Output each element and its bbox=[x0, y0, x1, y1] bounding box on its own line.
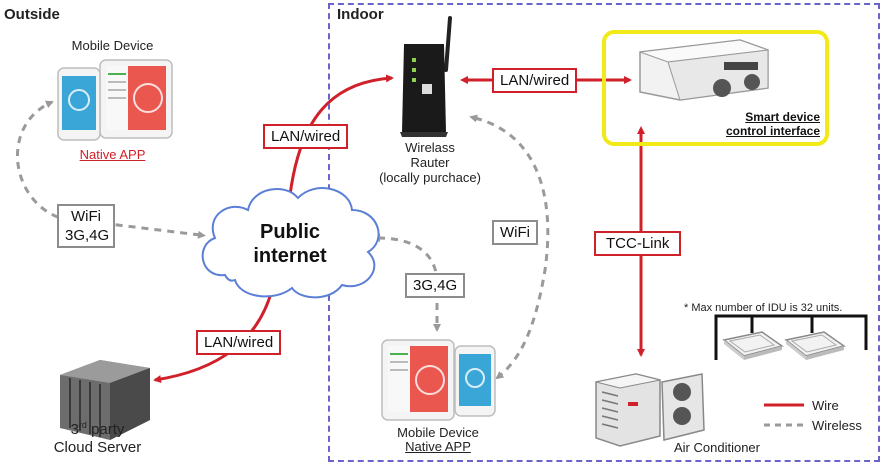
cloud-line1: Public bbox=[259, 221, 320, 243]
smart-device-label: Smart device control interface bbox=[690, 110, 820, 138]
air-conditioner-label: Air Conditioner bbox=[674, 440, 760, 455]
smart-device-highlight bbox=[602, 30, 829, 146]
cloud-label: Public internet bbox=[230, 220, 350, 268]
mobile-outside-app: Native APP bbox=[79, 147, 146, 162]
legend-wire-label: Wire bbox=[812, 398, 839, 413]
label-wifi-text: WiFi bbox=[71, 208, 101, 225]
label-3g4g-indoor: 3G,4G bbox=[405, 273, 466, 298]
mobile-indoor-title: Mobile Device bbox=[397, 425, 479, 440]
router-line1: Wirelass bbox=[405, 140, 455, 155]
server-line1: 3rd party bbox=[70, 420, 125, 438]
router-line2: Rauter bbox=[410, 155, 450, 170]
label-wifi-indoor: WiFi bbox=[492, 220, 538, 245]
wire-idu-bus bbox=[714, 314, 868, 360]
wireless-router-mobile bbox=[469, 114, 550, 380]
smart-line2: control interface bbox=[725, 124, 820, 138]
legend-wireless-label: Wireless bbox=[812, 418, 862, 433]
server-label: 3rd party Cloud Server bbox=[35, 416, 160, 457]
label-lan-cloud-server: LAN/wired bbox=[196, 330, 282, 355]
label-lan-cloud-router: LAN/wired bbox=[263, 124, 349, 149]
label-tcc-link: TCC-Link bbox=[594, 231, 682, 256]
wireless-mobile-cloud bbox=[16, 100, 206, 239]
cloud-line2: internet bbox=[253, 245, 327, 267]
server-line2: Cloud Server bbox=[53, 439, 142, 456]
router-line3: (locally purchace) bbox=[379, 170, 481, 185]
mobile-outside-title: Mobile Device bbox=[71, 38, 154, 53]
indoor-title: Indoor bbox=[337, 6, 384, 23]
idu-note: * Max number of IDU is 32 units. bbox=[684, 302, 843, 314]
label-lan-router-smart: LAN/wired bbox=[492, 68, 578, 93]
mobile-indoor-app: Native APP bbox=[405, 439, 471, 454]
label-wifi-3g-outside: WiFi 3G,4G bbox=[57, 204, 115, 248]
outside-title: Outside bbox=[4, 6, 60, 23]
smart-line1: Smart device bbox=[745, 110, 820, 124]
router-label: Wirelass Rauter (locally purchace) bbox=[365, 140, 495, 185]
label-3g4g-text: 3G,4G bbox=[65, 227, 110, 244]
wire-cloud-router bbox=[288, 74, 394, 196]
